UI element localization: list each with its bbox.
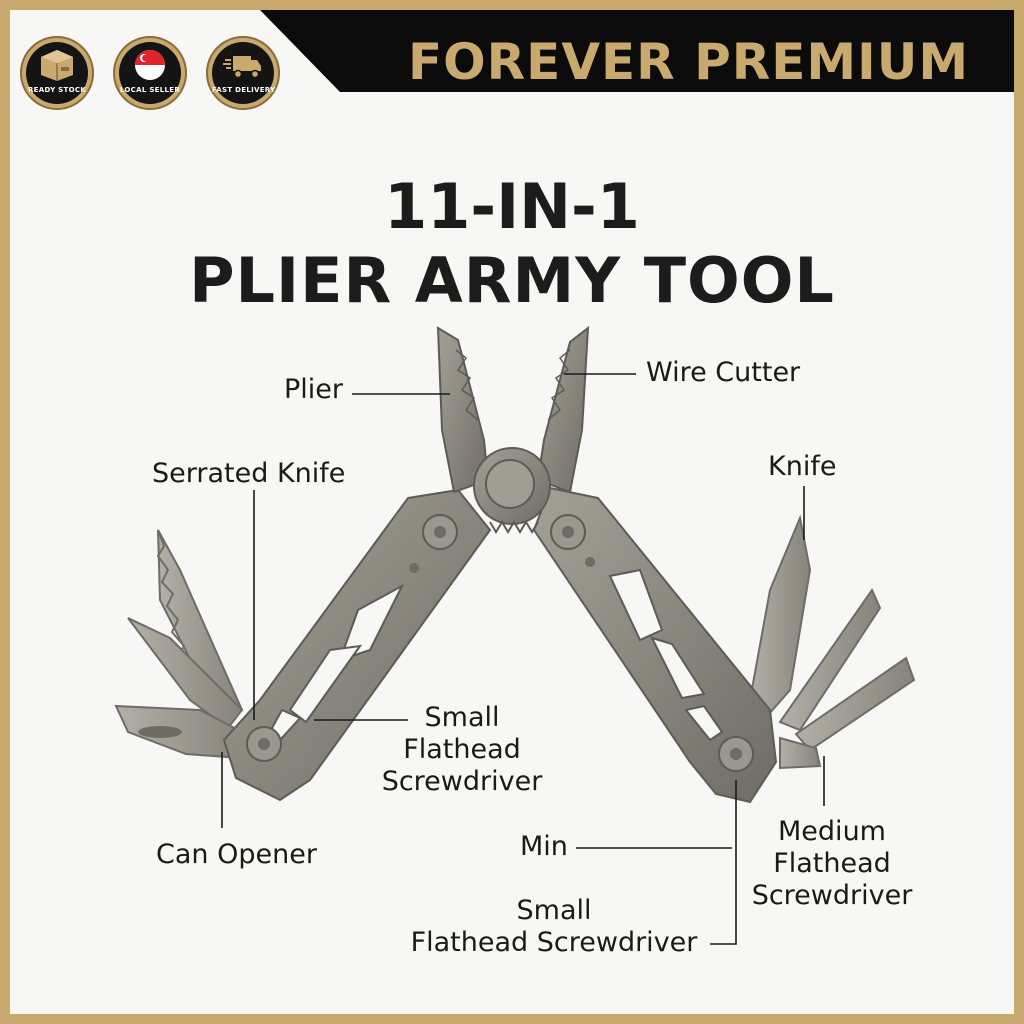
banner-shape xyxy=(10,10,1014,92)
banner-title: FOREVER PREMIUM xyxy=(408,33,970,91)
left-tools xyxy=(114,529,248,760)
small-flathead-bottom-line-1: Small xyxy=(516,895,592,926)
delivery-truck-icon xyxy=(223,56,261,79)
medium-flathead-line-2: Flathead xyxy=(773,848,891,879)
box-icon xyxy=(41,50,73,81)
small-flathead-bottom-leader xyxy=(710,780,737,945)
small-flathead-bottom-line-2: Flathead Screwdriver xyxy=(410,927,698,958)
min-label: Min xyxy=(520,831,568,862)
right-handle xyxy=(532,486,778,804)
local-seller-label: LOCAL SELLER xyxy=(119,86,181,94)
headline-line-2: PLIER ARMY TOOL xyxy=(189,244,835,317)
ready-stock-badge: READY STOCK xyxy=(20,36,94,110)
banner-bar-main xyxy=(260,10,1014,92)
fast-delivery-badge: FAST DELIVERY xyxy=(206,36,280,110)
local-seller-badge: LOCAL SELLER xyxy=(113,36,187,110)
plier-jaws xyxy=(436,325,590,534)
knife-label: Knife xyxy=(768,451,837,482)
medium-flathead-line-3: Screwdriver xyxy=(751,880,913,911)
serrated-knife-label: Serrated Knife xyxy=(152,458,346,489)
small-flathead-left-line-2: Flathead xyxy=(403,734,521,765)
medium-screwdriver-blade xyxy=(778,587,882,732)
small-flathead-left-label: Small Flathead Screwdriver xyxy=(372,702,552,798)
product-headline: 11-IN-1 PLIER ARMY TOOL xyxy=(10,170,1014,318)
fast-delivery-label: FAST DELIVERY xyxy=(212,86,276,94)
small-flathead-bottom-label: Small Flathead Screwdriver xyxy=(404,895,704,959)
headline-line-1: 11-IN-1 xyxy=(384,170,640,243)
medium-flathead-line-1: Medium xyxy=(778,816,886,847)
multitool-illustration xyxy=(114,325,916,945)
small-flathead-left-line-3: Screwdriver xyxy=(381,766,543,797)
small-flathead-left-line-1: Small xyxy=(424,702,500,733)
can-opener-label: Can Opener xyxy=(156,839,317,870)
left-handle xyxy=(222,488,492,802)
plier-label: Plier xyxy=(284,374,343,405)
ready-stock-label: READY STOCK xyxy=(27,86,87,94)
right-tools xyxy=(748,514,916,770)
can-opener-blade xyxy=(127,617,244,730)
medium-flathead-label: Medium Flathead Screwdriver xyxy=(746,816,918,912)
top-banner: FOREVER PREMIUM READY STOCK xyxy=(10,10,1014,120)
wire-cutter-label: Wire Cutter xyxy=(646,357,801,388)
singapore-flag-icon xyxy=(135,50,165,80)
callout-lines xyxy=(221,373,825,945)
product-frame: FOREVER PREMIUM READY STOCK xyxy=(10,10,1014,1014)
